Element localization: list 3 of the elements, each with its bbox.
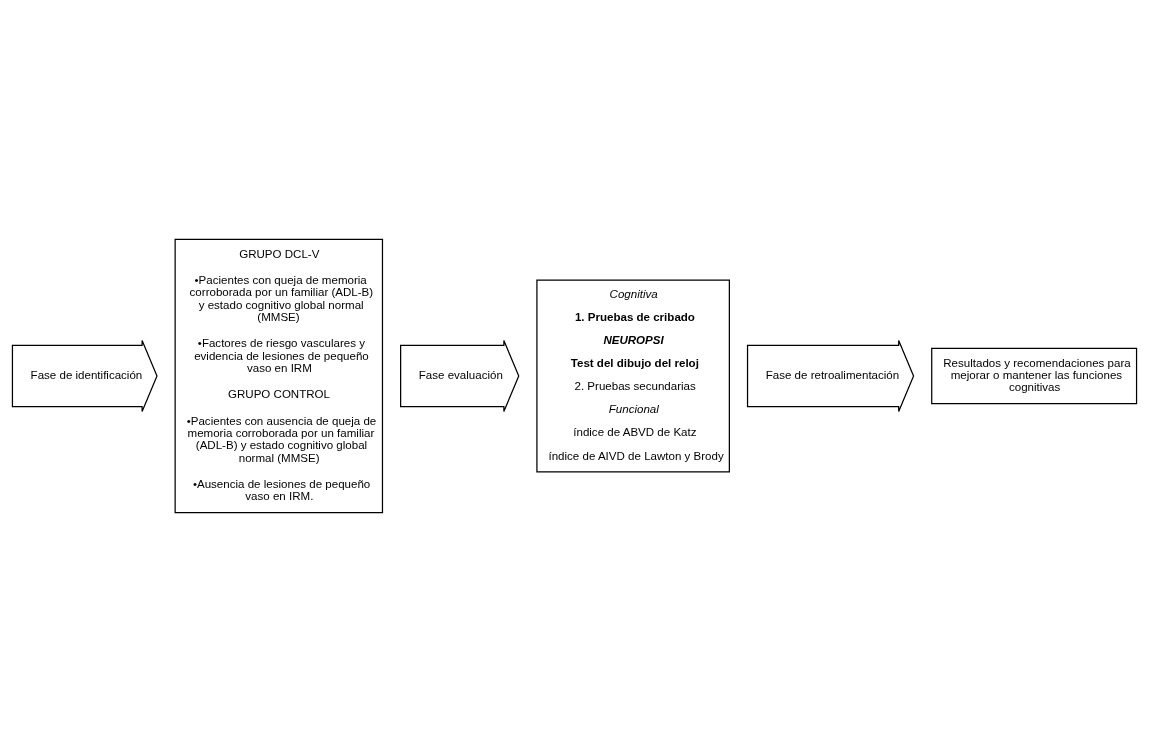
node-box: Resultados y recomendaciones para mejorar o mantener las funciones cognitivas — [931, 347, 1138, 404]
node-box: GRUPO DCL-V •Pacientes con queja de memoria corroborada por un familiar (ADL-B) y estado cognitivo global normal (MMSE) •Factores de riesgo vasculares y evidencia de lesiones de pequeño vaso en IRM GRUPO CONTROL •Pacientes con ausencia de queja de memoria corroborada por un familiar (ADL-B) y estado cognitivo global normal (MMSE) •Ausencia de lesiones de pequeño vaso en IRM. — [174, 238, 384, 513]
node-box: Cognitiva 1. Pruebas de cribado NEUROPSI Test del dibujo del reloj 2. Pruebas secundarias Funcional índice de ABVD de Katz índice de AIVD de Lawton y Brody — [536, 279, 730, 472]
